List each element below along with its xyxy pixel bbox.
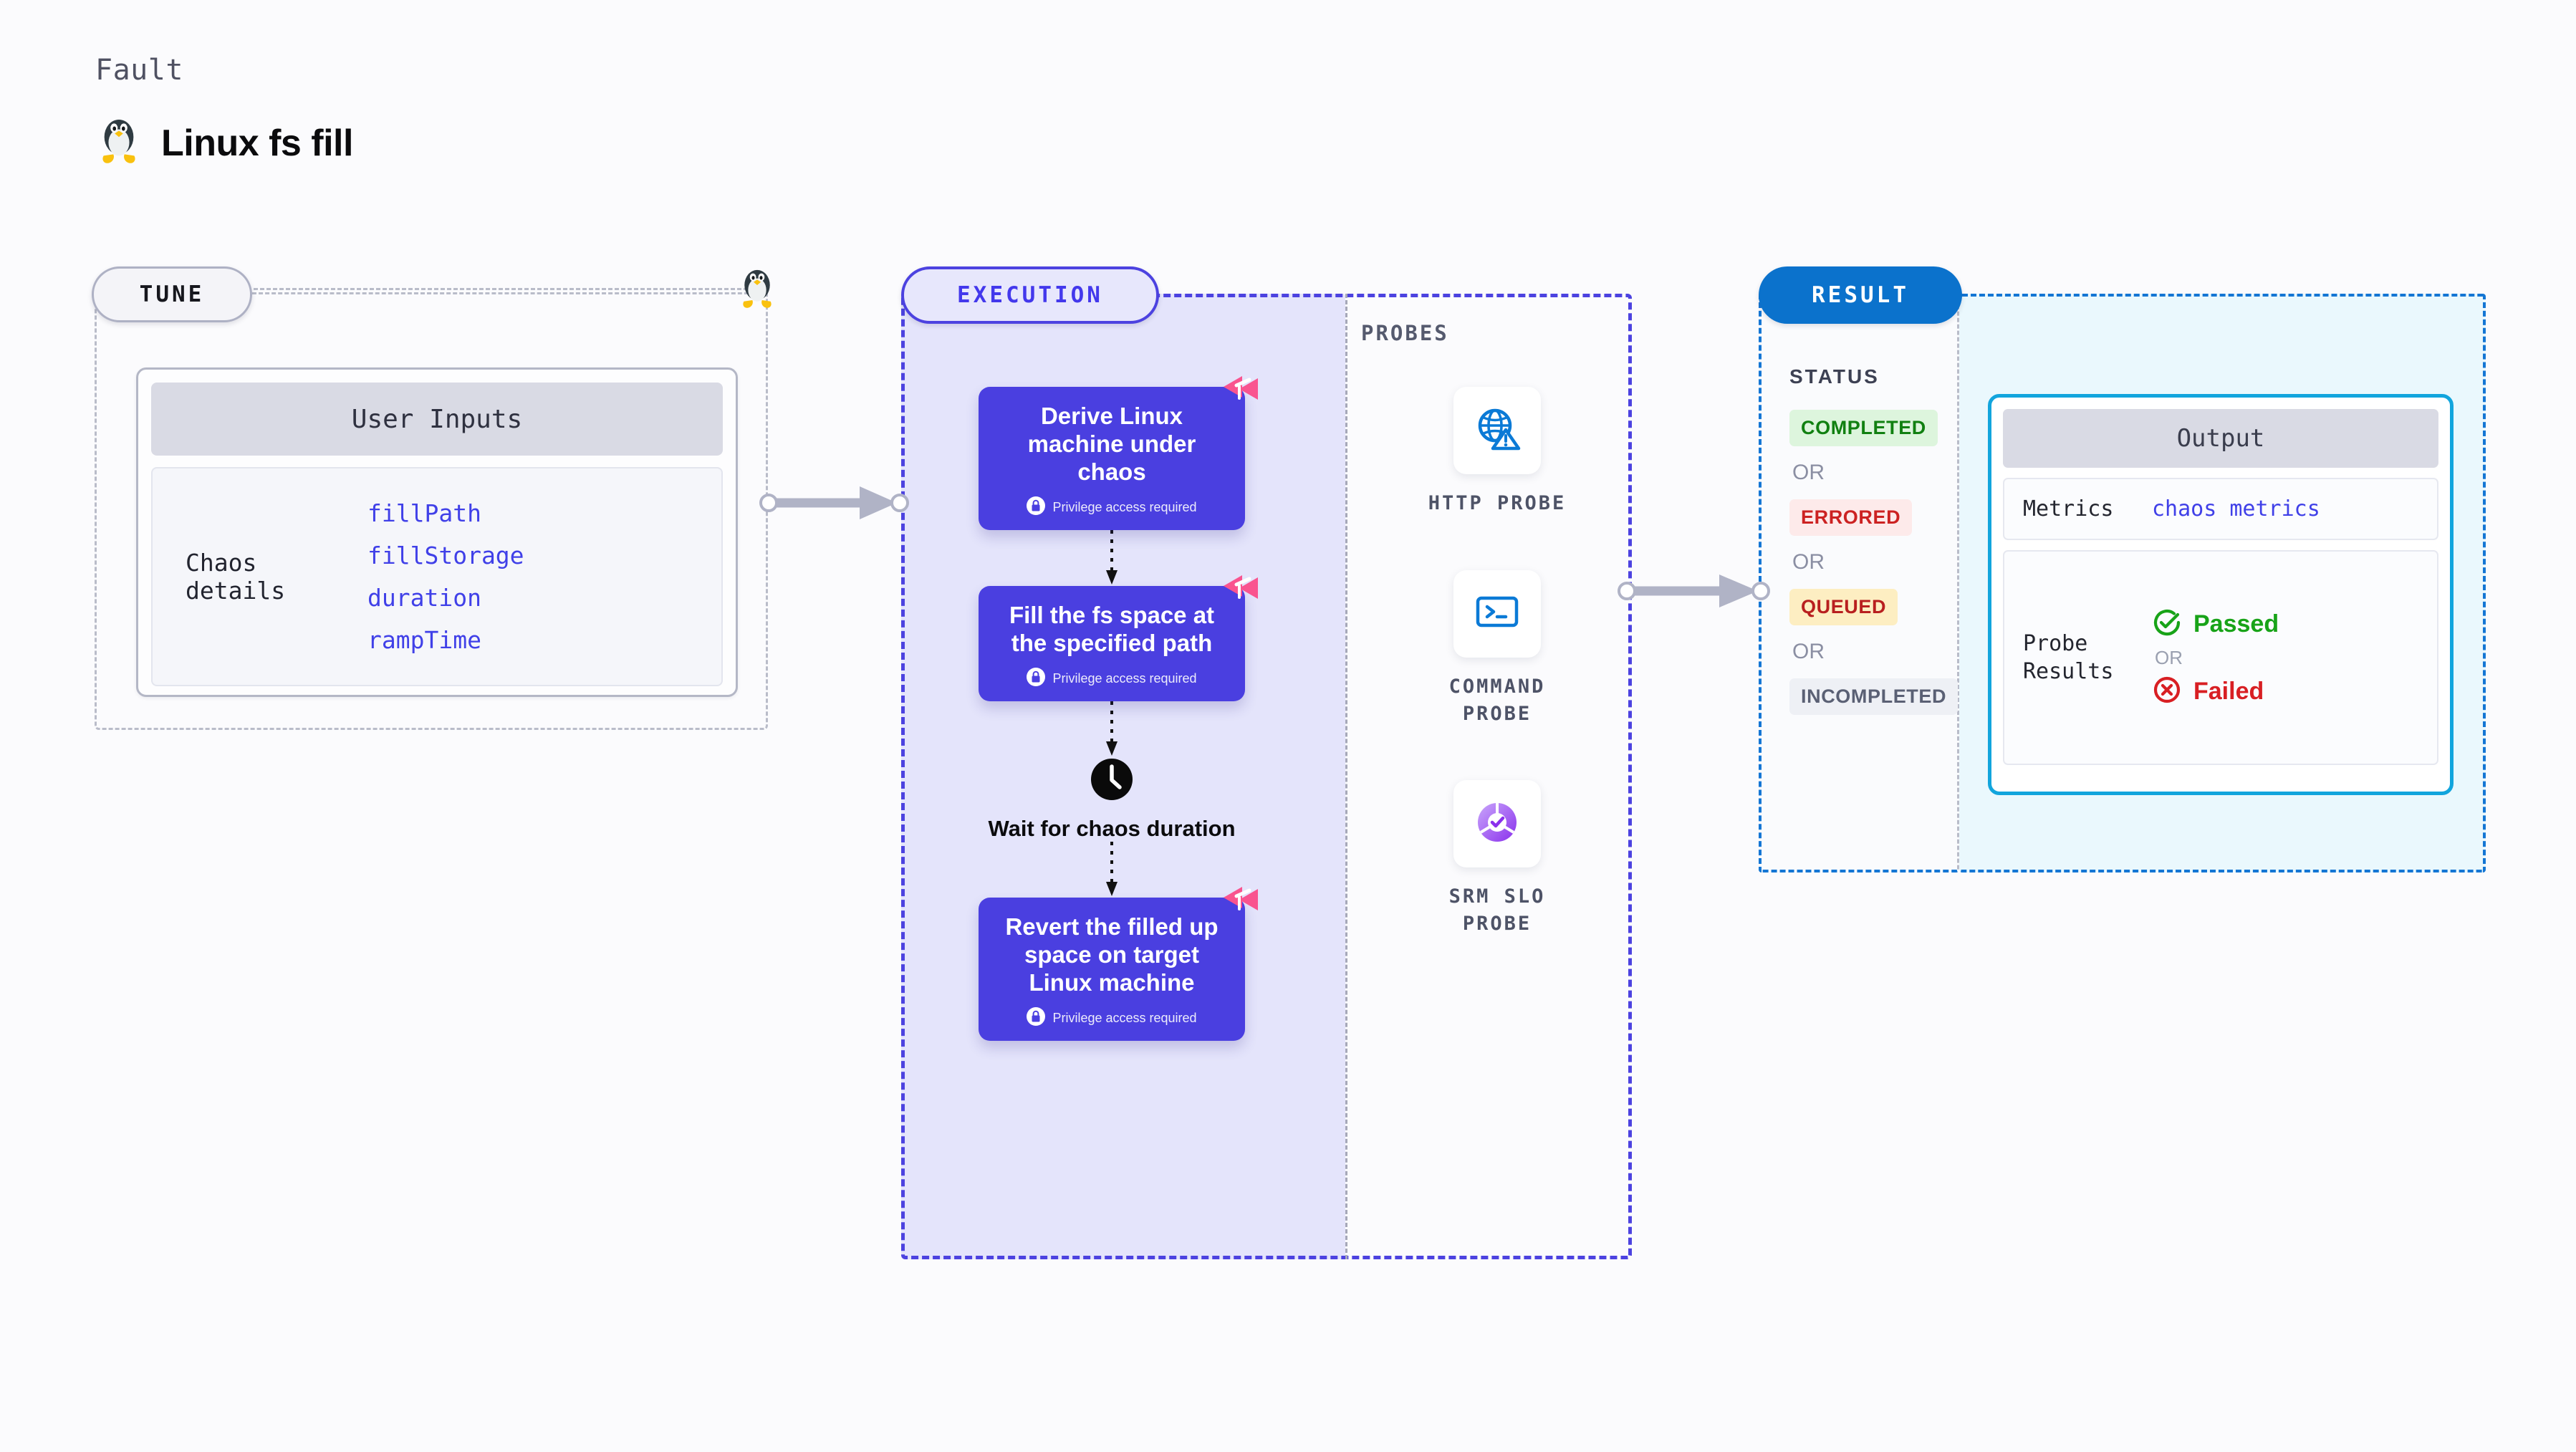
status-column: STATUS COMPLETED OR ERRORED OR QUEUED OR… (1789, 365, 1959, 715)
probe-result-passed: Passed (2152, 607, 2279, 641)
step-connector (979, 529, 1245, 586)
status-badge-completed: COMPLETED (1789, 410, 1938, 446)
probes-section-label: PROBES (1361, 321, 1449, 345)
execution-steps: Derive Linux machine under chaos Privile… (979, 376, 1265, 1041)
probes-list: HTTP PROBE COMMAND PROBE (1404, 387, 1590, 938)
chaos-details-body: Chaos details fillPath fillStorage durat… (151, 467, 723, 686)
param-ramptime[interactable]: rampTime (367, 626, 481, 654)
output-metrics-row: Metrics chaos metrics (2003, 478, 2438, 540)
step-title: Fill the fs space at the specified path (1009, 601, 1215, 656)
probe-results-key: Probe Results (2023, 631, 2114, 684)
lock-icon (1027, 1006, 1046, 1029)
param-duration[interactable]: duration (367, 584, 481, 612)
probe-label: SRM SLO PROBE (1448, 885, 1546, 936)
status-heading: STATUS (1789, 365, 1880, 388)
passed-label: Passed (2193, 610, 2279, 638)
lock-icon (1027, 496, 1046, 519)
linux-tux-icon (97, 116, 141, 170)
param-fillpath[interactable]: fillPath (367, 499, 481, 527)
probe-item-http[interactable]: HTTP PROBE (1428, 387, 1567, 517)
chaos-mark-icon (1221, 371, 1261, 415)
arrow-tune-to-execution (759, 481, 910, 528)
x-circle-icon (2152, 675, 2182, 708)
metrics-key: Metrics (2023, 496, 2114, 521)
chaos-mark-icon (1221, 882, 1261, 925)
chaos-mark-icon (1221, 570, 1261, 614)
globe-warning-icon (1471, 403, 1523, 458)
probe-tile[interactable] (1453, 780, 1541, 868)
privilege-badge: Privilege access required (991, 1006, 1232, 1029)
terminal-icon (1471, 586, 1523, 641)
failed-label: Failed (2193, 677, 2264, 705)
probe-label: COMMAND PROBE (1448, 675, 1546, 725)
param-fillstorage[interactable]: fillStorage (367, 542, 524, 569)
execution-section-pill[interactable]: EXECUTION (901, 266, 1159, 324)
metrics-value[interactable]: chaos metrics (2152, 496, 2320, 521)
status-or-3: OR (1792, 640, 1825, 663)
check-circle-icon (2152, 607, 2182, 641)
privilege-badge: Privilege access required (991, 496, 1232, 519)
status-or-1: OR (1792, 461, 1825, 484)
step-title: Derive Linux machine under chaos (1027, 403, 1196, 485)
user-inputs-header: User Inputs (151, 383, 723, 456)
step-title: Revert the filled up space on target Lin… (1005, 913, 1219, 996)
privilege-text: Privilege access required (1052, 499, 1197, 514)
output-probe-results-row: Probe Results Passed OR (2003, 550, 2438, 765)
user-inputs-card: User Inputs Chaos details fillPath fillS… (136, 367, 738, 697)
fault-kicker: Fault (95, 54, 183, 87)
probe-result-failed: Failed (2152, 675, 2279, 708)
status-badge-queued: QUEUED (1789, 589, 1898, 625)
probe-item-command[interactable]: COMMAND PROBE (1448, 569, 1546, 728)
clock-icon (1090, 757, 1134, 805)
output-card: Output Metrics chaos metrics Probe Resul… (1988, 394, 2454, 795)
privilege-badge: Privilege access required (991, 667, 1232, 690)
privilege-text: Privilege access required (1052, 1010, 1197, 1025)
execution-step-card[interactable]: Fill the fs space at the specified path … (979, 574, 1258, 701)
tune-top-dash (252, 292, 768, 294)
chaos-details-params: fillPath fillStorage duration rampTime (367, 499, 524, 654)
execution-region (901, 294, 1632, 1259)
step-connector (979, 841, 1245, 898)
result-section-pill[interactable]: RESULT (1759, 266, 1962, 324)
tune-section-pill[interactable]: TUNE (92, 266, 252, 322)
probe-label: HTTP PROBE (1428, 492, 1567, 514)
page-title: Linux fs fill (97, 116, 353, 170)
execution-probes-divider (1345, 294, 1347, 1259)
step-connector (979, 701, 1245, 757)
output-header: Output (2003, 409, 2438, 468)
execution-step-card[interactable]: Derive Linux machine under chaos Privile… (979, 376, 1258, 530)
arrow-execution-to-result (1618, 569, 1772, 616)
privilege-text: Privilege access required (1052, 670, 1197, 686)
probe-results-values: Passed OR Failed (2152, 607, 2279, 708)
slo-donut-check-icon (1471, 797, 1523, 852)
status-badge-errored: ERRORED (1789, 499, 1913, 536)
page-title-text: Linux fs fill (161, 122, 353, 164)
wait-node: Wait for chaos duration (979, 757, 1245, 842)
execution-step-card[interactable]: Revert the filled up space on target Lin… (979, 886, 1258, 1041)
probe-result-or: OR (2155, 646, 2183, 668)
probe-tile[interactable] (1453, 387, 1541, 474)
wait-label: Wait for chaos duration (988, 815, 1236, 841)
lock-icon (1027, 667, 1046, 690)
chaos-details-label: Chaos details (186, 549, 286, 605)
probe-item-srm-slo[interactable]: SRM SLO PROBE (1449, 780, 1546, 938)
status-badge-incompleted: INCOMPLETED (1789, 678, 1959, 715)
status-or-2: OR (1792, 550, 1825, 574)
tune-linux-tux-icon (738, 266, 777, 314)
probe-tile[interactable] (1453, 569, 1541, 658)
